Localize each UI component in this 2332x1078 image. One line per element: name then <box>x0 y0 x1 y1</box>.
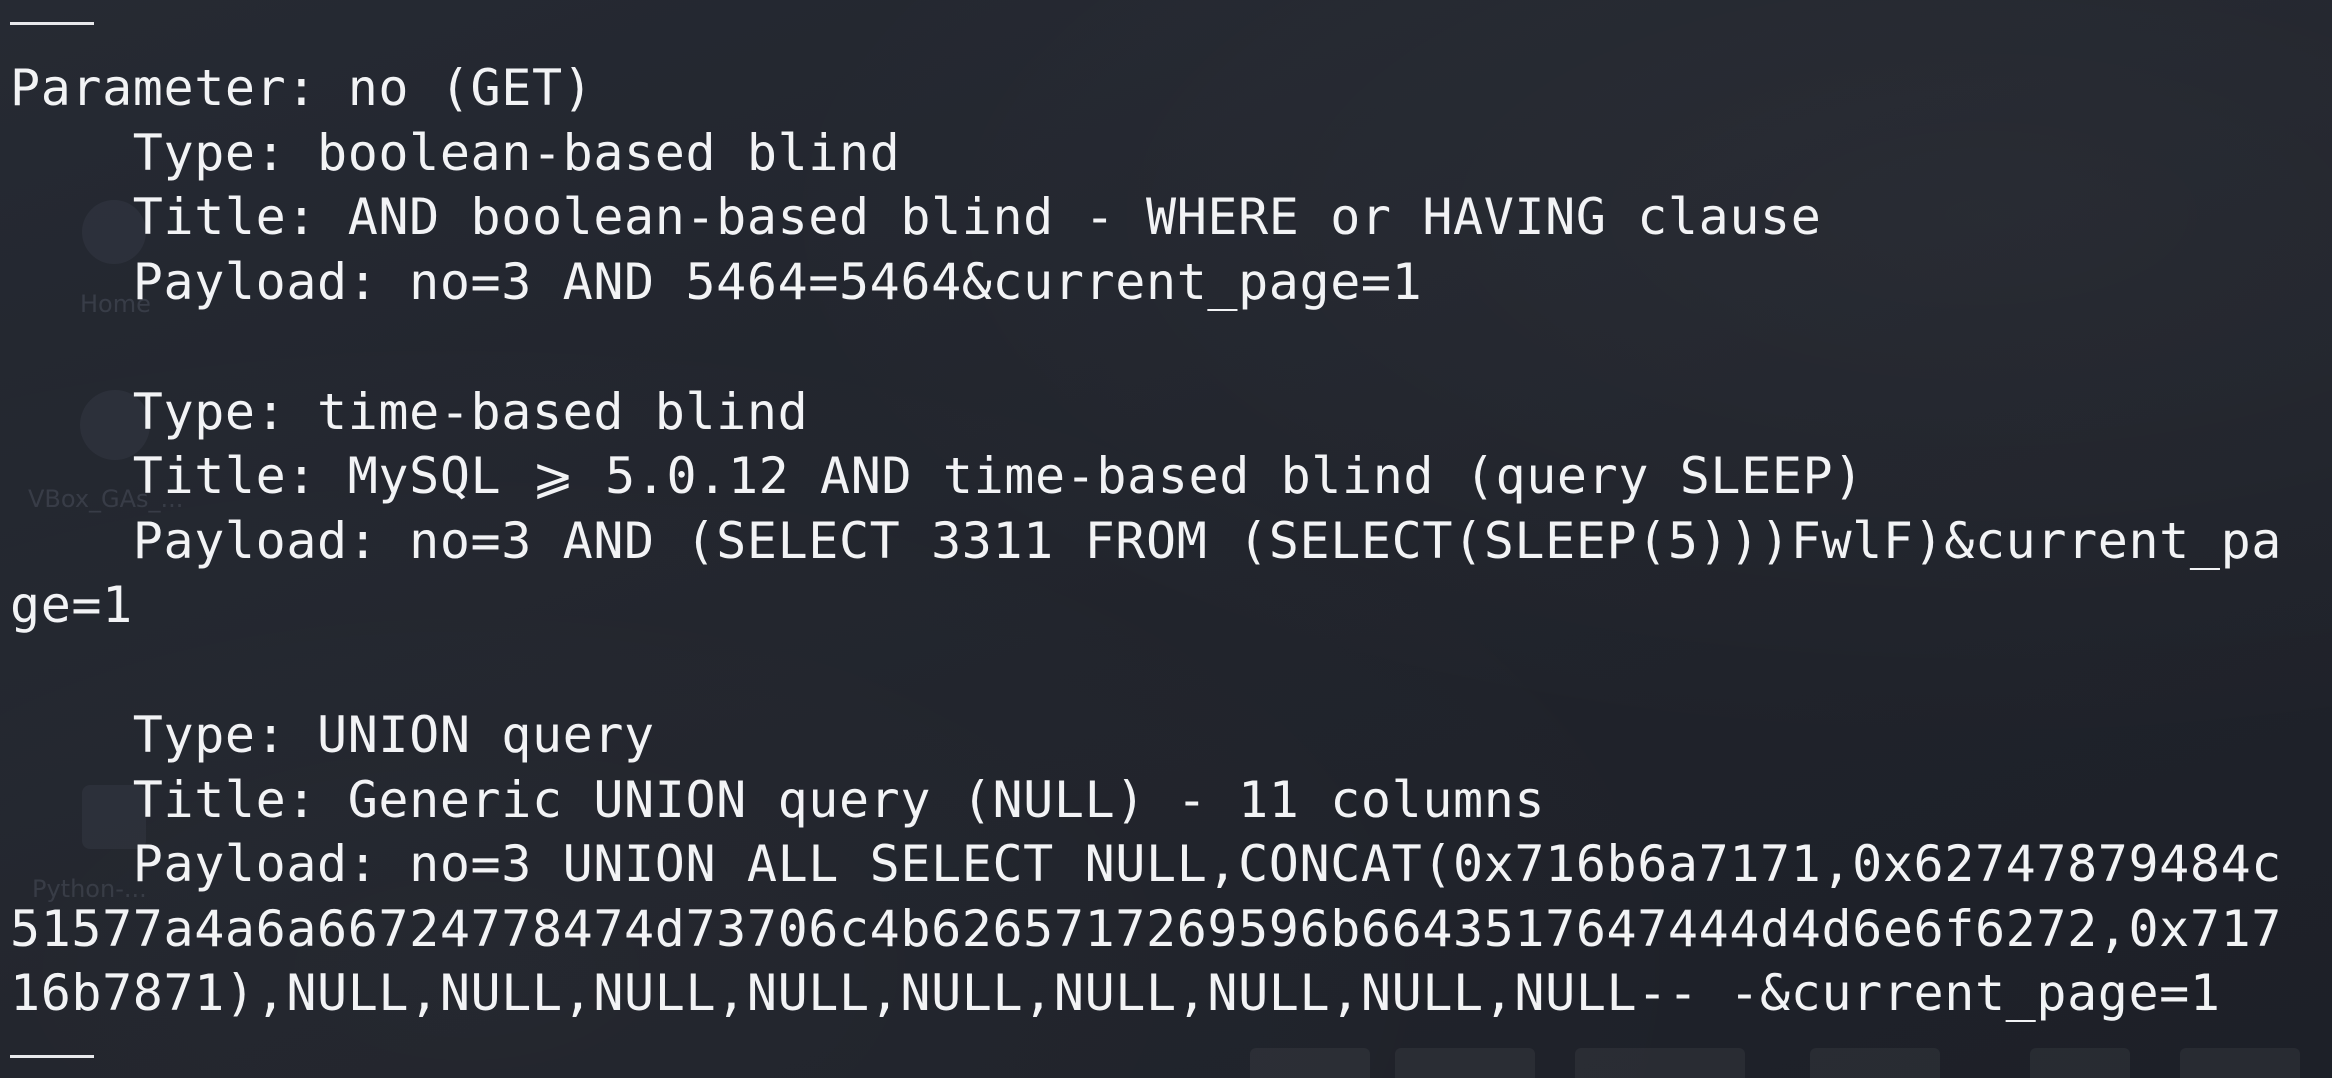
terminal-line: Title: MySQL ⩾ 5.0.12 AND time-based bli… <box>10 447 1864 505</box>
section-separator-top <box>10 22 94 25</box>
terminal-line: Type: time-based blind <box>10 383 809 441</box>
taskbar-item <box>1810 1048 1940 1078</box>
terminal-line: Type: boolean-based blind <box>10 124 901 182</box>
terminal-line: 16b7871),NULL,NULL,NULL,NULL,NULL,NULL,N… <box>10 964 2221 1022</box>
terminal-line: Parameter: no (GET) <box>10 59 594 117</box>
section-separator-bottom <box>10 1055 94 1058</box>
terminal-line: Type: UNION query <box>10 706 655 764</box>
terminal-line: Payload: no=3 AND 5464=5464&current_page… <box>10 253 1423 311</box>
taskbar-item <box>1250 1048 1370 1078</box>
desktop-icon-python-label: Python-... <box>32 875 147 903</box>
desktop-icon-vbox-label: VBox_GAs_... <box>28 485 184 513</box>
taskbar-item <box>2180 1048 2300 1078</box>
taskbar-item <box>2030 1048 2130 1078</box>
terminal-line: Title: Generic UNION query (NULL) - 11 c… <box>10 771 1546 829</box>
desktop-icon-home-label: Home <box>80 290 151 318</box>
terminal-line: Payload: no=3 UNION ALL SELECT NULL,CONC… <box>10 835 2282 893</box>
terminal-line: ge=1 <box>10 576 133 634</box>
terminal-line: 51577a4a6a66724778474d73706c4b6265717269… <box>10 900 2282 958</box>
vbox-disc-icon <box>80 390 150 460</box>
home-folder-icon <box>82 200 146 264</box>
taskbar-item <box>1575 1048 1745 1078</box>
terminal-line: Payload: no=3 AND (SELECT 3311 FROM (SEL… <box>10 512 2282 570</box>
python-file-icon <box>82 785 146 849</box>
terminal-line: Title: AND boolean-based blind - WHERE o… <box>10 188 1822 246</box>
taskbar-item <box>1395 1048 1535 1078</box>
